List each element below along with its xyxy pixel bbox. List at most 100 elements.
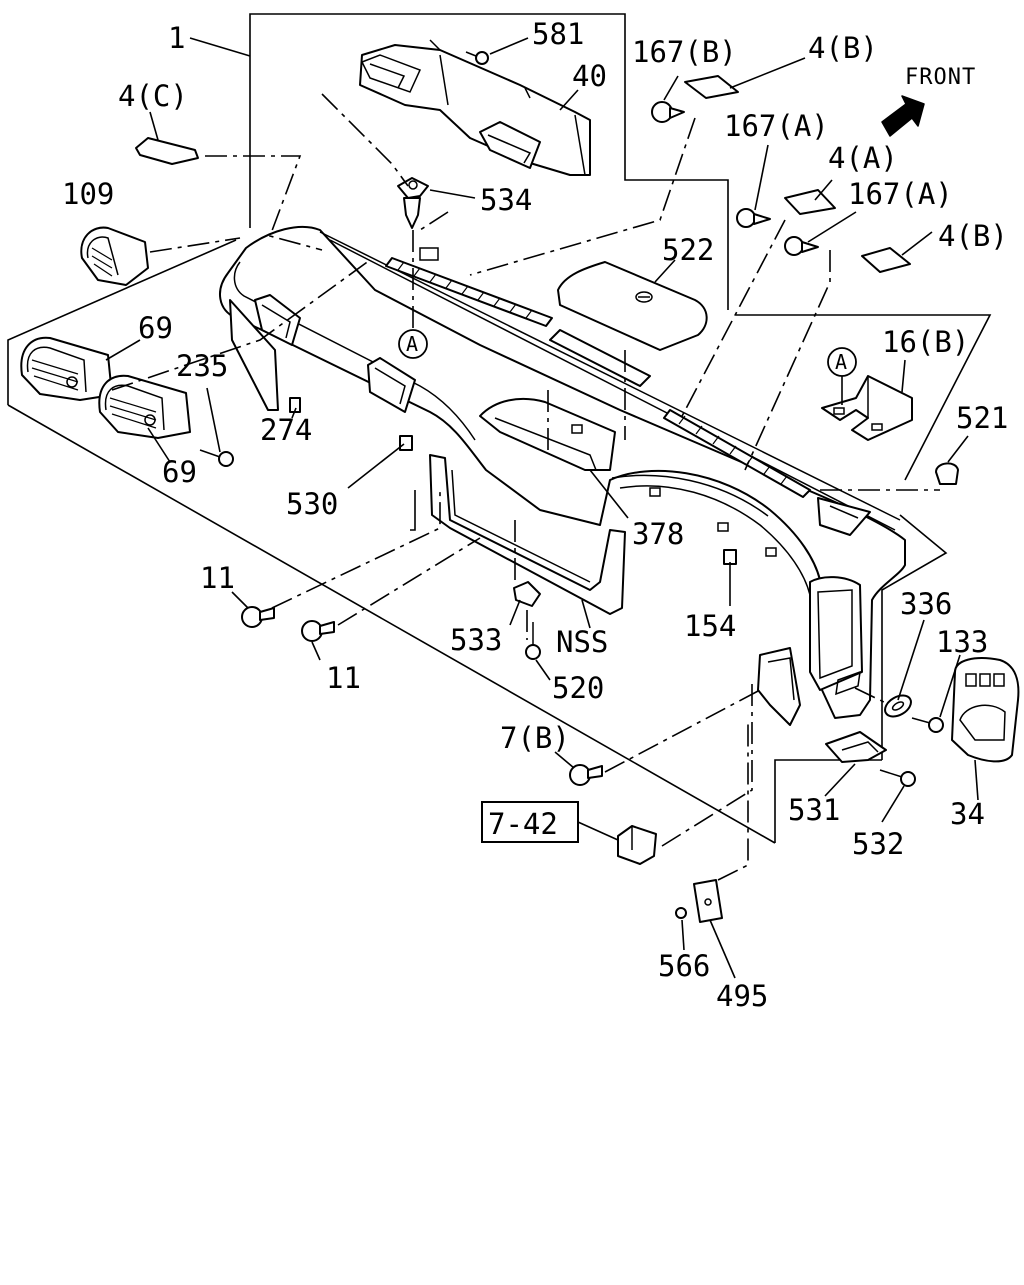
part-566-nut [675,907,687,919]
clip-hole-5 [571,424,583,434]
group-line-top [249,13,729,310]
part-11-bolt-bottom [301,620,335,642]
side-vent-right [817,497,871,536]
group-line-left [7,239,237,405]
part-167a-screw-1 [736,208,771,228]
part-69-vent-lower [98,374,191,439]
part-34-side-panel [951,657,1020,763]
label-167b: 167(B) [632,35,737,69]
end-panel-opening [809,576,863,691]
part-235-screw [199,449,234,467]
label-532: 532 [852,827,904,861]
clip-hole-1 [419,247,439,261]
part-11-bolt-left [241,606,275,628]
clip-hole-2 [649,487,661,497]
clip-hole-4 [765,547,777,557]
reference-a-bracket: A [835,350,847,374]
label-336: 336 [900,587,952,621]
label-69-top: 69 [138,311,173,345]
part-167b-screw [651,101,685,123]
end-slot [835,670,861,696]
part-labels: 1 581 40 167(B) 4(B) 4(C) 167(A) 4(A) 16… [62,17,1008,1013]
label-34: 34 [950,797,985,831]
label-534: 534 [480,183,532,217]
part-4b-top-pad [684,75,739,99]
reference-a-center: A [406,332,418,356]
label-167a-2: 167(A) [848,177,953,211]
dashboard-left-leg [229,299,279,411]
part-109-vent [80,226,149,286]
part-530-clip [399,435,413,451]
ref-box-7-42 [481,801,579,843]
label-11-left: 11 [200,561,235,595]
label-4b-right: 4(B) [938,219,1008,253]
label-522: 522 [662,233,714,267]
part-520-screw [525,622,541,660]
circle-a-icon [398,329,428,359]
part-533-bracket [513,581,541,607]
label-520: 520 [552,671,604,705]
leader-lines [105,37,979,979]
label-581: 581 [532,17,584,51]
part-495-bracket [693,879,723,923]
clip-hole-3 [717,522,729,532]
alignment-lines [111,93,940,881]
part-534-clip [397,177,429,229]
part-521-plug [935,462,959,485]
label-378: 378 [632,517,684,551]
group-boundary-lines [7,13,992,844]
label-133: 133 [936,625,988,659]
part-7-42-module [617,825,657,865]
label-274: 274 [260,413,312,447]
part-531-bracket [825,731,887,763]
part-581-screw [465,51,489,65]
label-nss: NSS [556,625,608,659]
label-167a-1: 167(A) [724,109,829,143]
label-69-bottom: 69 [162,455,197,489]
part-532-screw [879,769,916,787]
label-4a: 4(A) [828,141,898,175]
part-133-screw [911,717,944,733]
part-40-duct [359,39,591,176]
label-11-bottom: 11 [326,661,361,695]
part-69-vent-upper [20,336,113,401]
group-line-bottom [7,404,776,844]
label-40: 40 [572,59,607,93]
label-530: 530 [286,487,338,521]
label-16b: 16(B) [882,325,969,359]
center-stack-frame [429,454,626,615]
label-1: 1 [168,21,185,55]
group-line-bracket [736,314,992,481]
label-521: 521 [956,401,1008,435]
label-7b: 7(B) [500,721,570,755]
part-4c-cap [135,137,199,165]
label-235: 235 [176,349,228,383]
front-arrow-icon [881,95,925,137]
part-154-clip [723,549,737,565]
front-direction-label: FRONT [905,65,976,90]
defroster-grille-left [385,257,553,327]
label-495: 495 [716,979,768,1013]
label-109: 109 [62,177,114,211]
dashboard-body [219,225,906,726]
part-7b-bolt [569,764,603,786]
label-7-42: 7-42 [488,807,558,841]
label-4b-top: 4(B) [808,31,878,65]
label-531: 531 [788,793,840,827]
part-4b-right-pad [861,247,911,273]
defroster-grille-right [663,409,811,498]
part-336-grommet [884,694,912,718]
label-566: 566 [658,949,710,983]
group-line-right [881,514,948,760]
part-167a-screw-2 [784,236,819,256]
label-533: 533 [450,623,502,657]
lower-right-bracket [757,647,801,726]
label-4c: 4(C) [118,79,188,113]
part-522-lid [557,261,708,351]
part-16b-bracket [821,375,913,441]
group-line-center [410,490,416,531]
part-4a-pad [784,189,836,215]
label-154: 154 [684,609,736,643]
